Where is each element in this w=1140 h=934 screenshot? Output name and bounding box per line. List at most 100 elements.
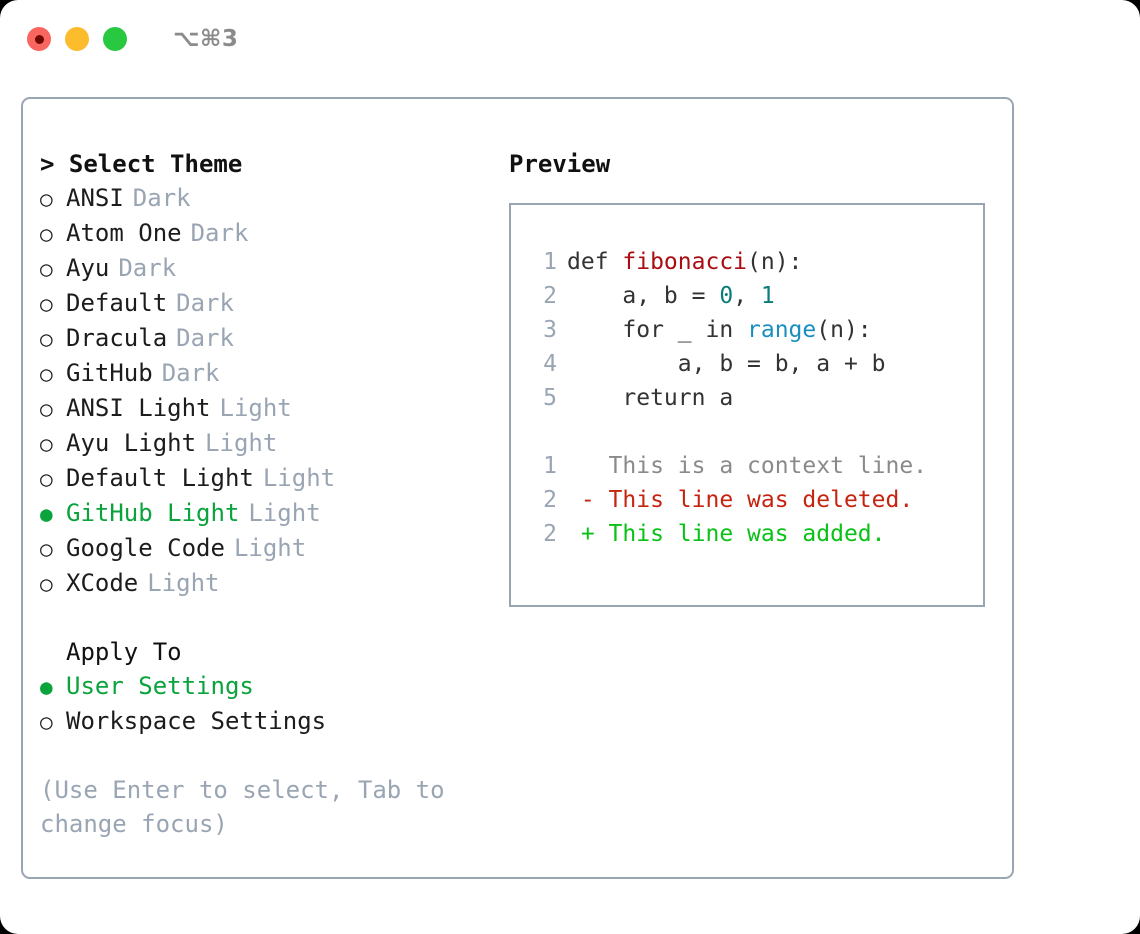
line-number: 2 [543, 487, 557, 513]
keyboard-hint: (Use Enter to select, Tab to change focu… [40, 776, 445, 838]
radio-unselected-icon: ○ [40, 362, 53, 386]
apply-to-list: ● User Settings ○ Workspace Settings [40, 669, 488, 739]
radio-unselected-icon: ○ [40, 572, 53, 596]
theme-variant-label: Dark [176, 289, 234, 317]
apply-option-user-settings[interactable]: ● User Settings [40, 669, 488, 704]
theme-option-label: ANSI Light [66, 394, 211, 422]
code-token-fn: fibonacci [622, 249, 748, 275]
code-token-num: 0 [719, 283, 734, 309]
radio-unselected-icon: ○ [40, 187, 53, 211]
code-token-plain: , [733, 283, 761, 309]
theme-option-label: Default Light [66, 464, 254, 492]
diff-line-text: + This line was added. [567, 521, 886, 547]
theme-option-ansi[interactable]: ○ ANSI Dark [40, 181, 488, 216]
radio-selected-icon: ● [40, 502, 53, 526]
radio-unselected-icon: ○ [40, 292, 53, 316]
diff-line-text: - This line was deleted. [567, 487, 914, 513]
apply-to-heading: Apply To [66, 638, 182, 666]
caret-icon: > [40, 150, 55, 178]
minimize-button[interactable] [65, 27, 89, 51]
theme-option-label: Google Code [66, 534, 225, 562]
radio-unselected-icon: ○ [40, 710, 53, 734]
theme-variant-label: Light [205, 429, 278, 457]
line-number: 1 [543, 249, 557, 275]
apply-option-workspace-settings[interactable]: ○ Workspace Settings [40, 704, 488, 739]
theme-variant-label: Light [219, 394, 292, 422]
apply-option-label: User Settings [66, 672, 254, 700]
select-theme-heading: > Select Theme [40, 147, 488, 181]
code-line: 5 return a [529, 381, 983, 415]
line-number: 2 [543, 283, 557, 309]
keyboard-shortcut-label: ⌥⌘3 [173, 26, 239, 52]
hint-spacer [40, 739, 488, 773]
theme-option-github[interactable]: ○ GitHub Dark [40, 356, 488, 391]
code-line: 3 for _ in range(n): [529, 313, 983, 347]
line-number: 1 [543, 453, 557, 479]
diff-spacer [529, 415, 983, 449]
radio-selected-icon: ● [40, 675, 53, 699]
traffic-lights [27, 27, 127, 51]
code-token-plain: a, b = [567, 283, 720, 309]
theme-option-label: GitHub [66, 359, 153, 387]
theme-variant-label: Light [248, 499, 321, 527]
diff-sample: 1 This is a context line.2 - This line w… [529, 449, 983, 551]
diff-line-text: This is a context line. [567, 453, 928, 479]
code-token-plain: def [567, 249, 623, 275]
code-token-num: 1 [760, 283, 775, 309]
theme-option-default[interactable]: ○ Default Dark [40, 286, 488, 321]
section-spacer [40, 601, 488, 635]
preview-title: Preview [509, 150, 611, 178]
theme-option-label: Dracula [66, 324, 168, 352]
theme-variant-label: Dark [118, 254, 177, 282]
theme-variant-label: Dark [132, 184, 191, 212]
theme-option-ansi-light[interactable]: ○ ANSI Light Light [40, 391, 488, 426]
theme-option-default-light[interactable]: ○ Default Light Light [40, 461, 488, 496]
theme-variant-label: Light [262, 464, 336, 492]
maximize-button[interactable] [103, 27, 127, 51]
apply-option-label: Workspace Settings [66, 707, 327, 735]
theme-option-label: Ayu [66, 254, 110, 282]
radio-unselected-icon: ○ [40, 397, 53, 421]
theme-option-xcode[interactable]: ○ XCode Light [40, 566, 488, 601]
select-theme-heading-label: Select Theme [68, 150, 243, 178]
radio-unselected-icon: ○ [40, 432, 53, 456]
code-token-plain: a, b = b, a + b [567, 351, 886, 377]
code-token-plain: (n): [816, 317, 872, 343]
radio-unselected-icon: ○ [40, 222, 53, 246]
theme-variant-label: Light [147, 569, 220, 597]
code-line: 1 def fibonacci(n): [529, 245, 983, 279]
radio-unselected-icon: ○ [40, 467, 53, 491]
theme-variant-label: Light [233, 534, 307, 562]
diff-line-deleted: 2 - This line was deleted. [529, 483, 983, 517]
radio-unselected-icon: ○ [40, 327, 53, 351]
code-line: 4 a, b = b, a + b [529, 347, 983, 381]
line-number: 3 [543, 317, 557, 343]
code-token-plain: for _ in [567, 317, 748, 343]
code-token-plain: return a [567, 385, 734, 411]
theme-option-label: Default [66, 289, 168, 317]
code-token-call: range [747, 317, 817, 343]
theme-option-label: XCode [66, 569, 139, 597]
close-button[interactable] [27, 27, 51, 51]
diff-line-context: 1 This is a context line. [529, 449, 983, 483]
line-number: 5 [543, 385, 557, 411]
code-line: 2 a, b = 0, 1 [529, 279, 983, 313]
diff-line-added: 2 + This line was added. [529, 517, 983, 551]
code-token-plain: (n): [747, 249, 803, 275]
close-icon [34, 34, 44, 44]
theme-option-label: ANSI [66, 184, 124, 212]
theme-variant-label: Dark [161, 359, 220, 387]
line-number: 4 [543, 351, 557, 377]
